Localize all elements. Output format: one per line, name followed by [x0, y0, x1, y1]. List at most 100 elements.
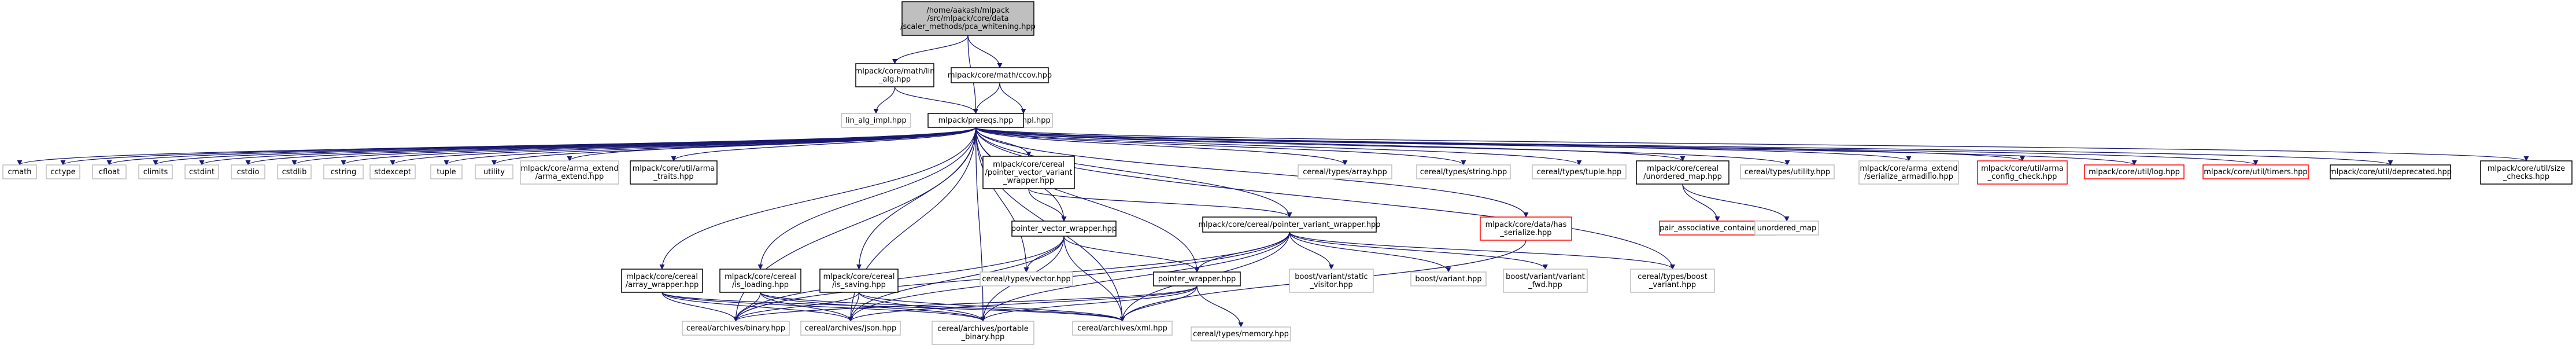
node-variant-fwd[interactable]: boost/variant/variant_fwd.hpp: [1503, 269, 1588, 293]
node-pointer-wrapper[interactable]: pointer_wrapper.hpp: [1153, 271, 1241, 286]
node-box: [1503, 269, 1588, 293]
node-tuple-hpp[interactable]: cereal/types/tuple.hpp: [1532, 164, 1627, 179]
node-label-line: /scaler_methods/pca_whitening.hpp: [900, 23, 1036, 31]
node-label-line: _traits.hpp: [653, 172, 693, 181]
node-label-line: utility: [483, 168, 505, 177]
node-label-line: cstdlib: [282, 168, 307, 177]
node-cfloat[interactable]: cfloat: [92, 164, 127, 179]
node-size-checks[interactable]: mlpack/core/util/size_checks.hpp: [2480, 160, 2573, 185]
node-cstdlib[interactable]: cstdlib: [277, 164, 312, 179]
node-root[interactable]: /home/aakash/mlpack/src/mlpack/core/data…: [900, 1, 1036, 36]
node-box: [430, 164, 463, 179]
edge-is_saving-to-binary: [733, 292, 860, 322]
node-label-line: stdexcept: [374, 168, 411, 177]
node-label-line: cereal/types/memory.hpp: [1193, 330, 1289, 339]
node-label-line: /src/mlpack/core/data: [927, 14, 1008, 23]
node-portable-binary[interactable]: cereal/archives/portable_binary.hpp: [932, 321, 1034, 345]
node-boost-variant[interactable]: boost/variant.hpp: [1410, 271, 1487, 286]
node-static-visitor[interactable]: boost/variant/static_visitor.hpp: [1289, 269, 1374, 293]
node-json[interactable]: cereal/archives/json.hpp: [800, 321, 901, 336]
node-box: [1858, 160, 1959, 185]
node-ccov[interactable]: mlpack/core/math/ccov.hpp: [948, 67, 1052, 83]
node-cstdint[interactable]: cstdint: [184, 164, 219, 179]
node-label-line: cereal/types/utility.hpp: [1745, 168, 1830, 177]
node-box: [932, 321, 1034, 345]
node-serialize-armadillo[interactable]: mlpack/core/arma_extend/serialize_armadi…: [1858, 160, 1959, 185]
node-vector-hpp[interactable]: cereal/types/vector.hpp: [980, 271, 1073, 286]
node-xml[interactable]: cereal/archives/xml.hpp: [1072, 321, 1173, 336]
node-ptr-vec-variant[interactable]: mlpack/core/cereal/pointer_vector_varian…: [982, 156, 1075, 189]
node-label-line: /is_saving.hpp: [832, 281, 886, 289]
node-lin-alg-impl[interactable]: lin_alg_impl.hpp: [841, 113, 911, 128]
node-label-line: mlpack/core/util/arma: [1981, 164, 2064, 173]
node-label-line: /serialize_armadillo.hpp: [1864, 172, 1953, 181]
edge-root-to-lin_alg: [892, 35, 969, 64]
node-box: [630, 160, 718, 185]
node-box: [819, 269, 899, 293]
node-is-loading[interactable]: mlpack/core/cereal/is_loading.hpp: [719, 269, 801, 293]
node-label-line: cereal/archives/xml.hpp: [1077, 324, 1167, 333]
node-prereqs[interactable]: mlpack/prereqs.hpp: [927, 113, 1024, 128]
node-box: [1416, 164, 1511, 179]
node-arma-extend[interactable]: mlpack/core/arma_extend/arma_extend.hpp: [520, 160, 619, 185]
node-timers[interactable]: mlpack/core/util/timers.hpp: [2202, 164, 2309, 179]
node-string-hpp[interactable]: cereal/types/string.hpp: [1416, 164, 1511, 179]
node-box: [719, 269, 801, 293]
edge-layer: [17, 35, 2529, 328]
node-box: [980, 271, 1073, 286]
node-label-line: _checks.hpp: [2503, 172, 2549, 181]
edge-ccov-to-prereqs: [973, 82, 1000, 114]
node-ptr-vec-wrapper[interactable]: pointer_vector_wrapper.hpp: [1011, 221, 1117, 237]
node-utility-hpp[interactable]: cereal/types/utility.hpp: [1740, 164, 1835, 179]
node-label-line: cereal/types/tuple.hpp: [1537, 168, 1621, 177]
node-array-wrapper[interactable]: mlpack/core/cereal/array_wrapper.hpp: [621, 269, 703, 293]
node-label-line: _config_check.hpp: [1987, 172, 2057, 181]
edge-prereqs-to-is_saving: [856, 127, 977, 270]
node-climits[interactable]: climits: [138, 164, 173, 179]
node-label-line: _alg.hpp: [878, 75, 911, 84]
node-utility[interactable]: utility: [475, 164, 513, 179]
node-box: [621, 269, 703, 293]
node-box: [323, 164, 364, 179]
node-lin-alg[interactable]: mlpack/core/math/lin_alg.hpp: [855, 63, 935, 87]
node-array-hpp[interactable]: cereal/types/array.hpp: [1298, 164, 1392, 179]
node-box: [520, 160, 619, 185]
node-log[interactable]: mlpack/core/util/log.hpp: [2084, 164, 2185, 179]
edge-ptr_vec_wrapper-to-binary: [733, 236, 1065, 322]
edge-prereqs-to-cstdlib: [291, 127, 977, 166]
node-cstdio[interactable]: cstdio: [231, 164, 265, 179]
node-binary[interactable]: cereal/archives/binary.hpp: [682, 321, 790, 336]
node-label-line: _visitor.hpp: [1309, 281, 1352, 289]
node-label-line: mlpack/core/util/log.hpp: [2089, 168, 2180, 177]
edge-ptr_variant_wrapper-to-variant_fwd: [1289, 232, 1548, 270]
node-has-serialize[interactable]: mlpack/core/data/has_serialize.hpp: [1480, 216, 1572, 241]
node-is-saving[interactable]: mlpack/core/cereal/is_saving.hpp: [819, 269, 899, 293]
node-deprecated[interactable]: mlpack/core/util/deprecated.hpp: [2329, 164, 2452, 179]
node-label-line: boost/variant.hpp: [1415, 275, 1481, 284]
node-unordered-map-w[interactable]: mlpack/core/cereal/unordered_map.hpp: [1636, 160, 1729, 185]
node-cmath[interactable]: cmath: [2, 164, 37, 179]
node-arma-config-check[interactable]: mlpack/core/util/arma_config_check.hpp: [1977, 160, 2068, 185]
edge-array_wrapper-to-binary: [661, 292, 739, 322]
node-stdexcept[interactable]: stdexcept: [369, 164, 416, 179]
edge-is_saving-to-xml: [858, 292, 1125, 322]
edge-prereqs-to-array_hpp: [975, 127, 1348, 166]
edge-pointer_wrapper-to-memory: [1196, 285, 1244, 328]
node-box: [2084, 164, 2185, 179]
node-label-line: cmath: [8, 168, 31, 177]
node-label-line: /pointer_vector_variant: [985, 168, 1072, 177]
node-label-line: boost/variant/static: [1295, 273, 1368, 281]
node-cereal-boost-variant[interactable]: cereal/types/boost_variant.hpp: [1630, 269, 1715, 293]
node-arma-traits[interactable]: mlpack/core/util/arma_traits.hpp: [630, 160, 718, 185]
node-unordered-map[interactable]: unordered_map: [1754, 221, 1819, 236]
node-memory[interactable]: cereal/types/memory.hpp: [1191, 326, 1291, 341]
node-ptr-variant-wrapper[interactable]: mlpack/core/cereal/pointer_variant_wrapp…: [1198, 216, 1381, 233]
edge-prereqs-to-pointer_wrapper: [975, 127, 1200, 273]
node-tuple[interactable]: tuple: [430, 164, 463, 179]
edge-prereqs-to-tuple_hpp: [975, 127, 1582, 166]
node-cctype[interactable]: cctype: [46, 164, 80, 179]
node-cstring[interactable]: cstring: [323, 164, 364, 179]
edge-array_wrapper-to-portable_binary: [661, 292, 986, 322]
node-label-line: tuple: [437, 168, 456, 177]
